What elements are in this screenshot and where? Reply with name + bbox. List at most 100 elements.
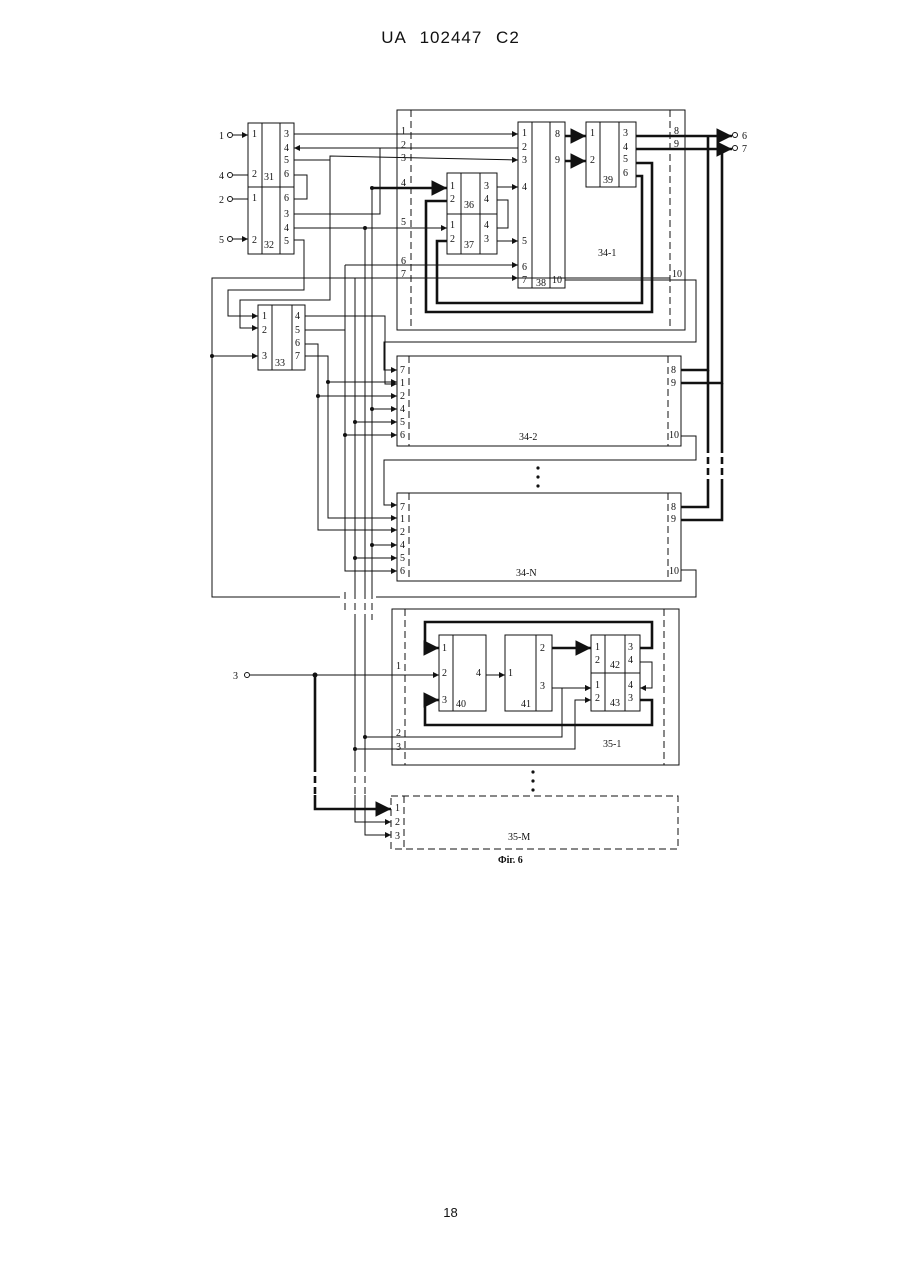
block-36: 1 2 3 4 36 bbox=[447, 173, 497, 214]
svg-text:5: 5 bbox=[284, 236, 289, 247]
svg-text:1: 1 bbox=[442, 643, 447, 654]
svg-text:35-1: 35-1 bbox=[603, 739, 621, 750]
svg-text:2: 2 bbox=[595, 693, 600, 704]
svg-text:1: 1 bbox=[522, 128, 527, 139]
svg-text:1: 1 bbox=[400, 514, 405, 525]
svg-text:3: 3 bbox=[233, 671, 238, 682]
block-34-n: 7 1 2 4 5 6 8 9 10 34-N bbox=[397, 493, 681, 581]
svg-text:2: 2 bbox=[450, 194, 455, 205]
svg-text:2: 2 bbox=[400, 527, 405, 538]
svg-text:8: 8 bbox=[671, 365, 676, 376]
svg-text:5: 5 bbox=[284, 155, 289, 166]
svg-text:3: 3 bbox=[284, 209, 289, 220]
svg-text:1: 1 bbox=[450, 220, 455, 231]
figure-caption: Фіг. 6 bbox=[498, 855, 523, 866]
svg-text:4: 4 bbox=[295, 311, 300, 322]
svg-text:4: 4 bbox=[284, 223, 289, 234]
svg-text:9: 9 bbox=[671, 514, 676, 525]
svg-text:39: 39 bbox=[603, 175, 613, 186]
svg-text:8: 8 bbox=[671, 502, 676, 513]
svg-text:3: 3 bbox=[395, 831, 400, 842]
svg-text:5: 5 bbox=[400, 553, 405, 564]
svg-text:3: 3 bbox=[522, 155, 527, 166]
svg-text:32: 32 bbox=[264, 240, 274, 251]
svg-text:3: 3 bbox=[628, 693, 633, 704]
svg-text:7: 7 bbox=[742, 144, 747, 155]
svg-text:1: 1 bbox=[595, 680, 600, 691]
terminal-4: 4 bbox=[219, 171, 248, 182]
svg-text:4: 4 bbox=[284, 143, 289, 154]
svg-text:10: 10 bbox=[669, 430, 679, 441]
block-38: 1 2 3 4 5 6 7 8 9 10 38 bbox=[518, 122, 565, 289]
svg-text:43: 43 bbox=[610, 698, 620, 709]
svg-text:2: 2 bbox=[442, 668, 447, 679]
svg-text:1: 1 bbox=[252, 129, 257, 140]
svg-text:6: 6 bbox=[295, 338, 300, 349]
svg-text:1: 1 bbox=[262, 311, 267, 322]
svg-text:1: 1 bbox=[450, 181, 455, 192]
svg-text:1: 1 bbox=[595, 642, 600, 653]
terminal-1: 1 bbox=[219, 131, 248, 142]
svg-text:37: 37 bbox=[464, 240, 474, 251]
svg-text:3: 3 bbox=[284, 129, 289, 140]
svg-text:2: 2 bbox=[400, 391, 405, 402]
svg-text:34-2: 34-2 bbox=[519, 432, 537, 443]
svg-text:1: 1 bbox=[508, 668, 513, 679]
svg-text:3: 3 bbox=[442, 695, 447, 706]
svg-text:10: 10 bbox=[672, 269, 682, 280]
svg-text:3: 3 bbox=[484, 181, 489, 192]
terminal-6: 6 bbox=[733, 131, 748, 142]
svg-text:9: 9 bbox=[671, 378, 676, 389]
svg-text:5: 5 bbox=[295, 325, 300, 336]
svg-text:7: 7 bbox=[400, 365, 405, 376]
svg-text:1: 1 bbox=[252, 193, 257, 204]
svg-text:4: 4 bbox=[623, 142, 628, 153]
svg-text:3: 3 bbox=[396, 742, 401, 753]
block-43: 1 2 4 3 43 bbox=[591, 673, 640, 711]
svg-text:4: 4 bbox=[476, 668, 481, 679]
svg-text:2: 2 bbox=[540, 643, 545, 654]
svg-text:4: 4 bbox=[219, 171, 224, 182]
svg-text:34-1: 34-1 bbox=[598, 248, 616, 259]
svg-text:3: 3 bbox=[401, 153, 406, 164]
svg-text:2: 2 bbox=[450, 234, 455, 245]
svg-text:6: 6 bbox=[284, 193, 289, 204]
svg-text:1: 1 bbox=[396, 661, 401, 672]
terminal-7: 7 bbox=[733, 144, 748, 155]
svg-text:2: 2 bbox=[219, 195, 224, 206]
svg-text:2: 2 bbox=[252, 235, 257, 246]
svg-text:4: 4 bbox=[484, 194, 489, 205]
svg-text:5: 5 bbox=[401, 217, 406, 228]
svg-text:6: 6 bbox=[623, 168, 628, 179]
svg-text:1: 1 bbox=[219, 131, 224, 142]
svg-text:6: 6 bbox=[400, 566, 405, 577]
block-35-m: 1 2 3 35-M bbox=[391, 796, 678, 849]
svg-text:40: 40 bbox=[456, 699, 466, 710]
svg-text:38: 38 bbox=[536, 278, 546, 289]
svg-text:42: 42 bbox=[610, 660, 620, 671]
svg-text:5: 5 bbox=[623, 154, 628, 165]
svg-text:31: 31 bbox=[264, 172, 274, 183]
svg-text:9: 9 bbox=[555, 155, 560, 166]
svg-text:3: 3 bbox=[540, 681, 545, 692]
svg-text:36: 36 bbox=[464, 200, 474, 211]
svg-text:1: 1 bbox=[400, 378, 405, 389]
svg-text:4: 4 bbox=[522, 182, 527, 193]
svg-text:2: 2 bbox=[401, 140, 406, 151]
svg-text:41: 41 bbox=[521, 699, 531, 710]
svg-text:4: 4 bbox=[400, 404, 405, 415]
svg-text:4: 4 bbox=[484, 220, 489, 231]
svg-text:1: 1 bbox=[395, 803, 400, 814]
block-31: 1 2 3 4 5 6 31 bbox=[248, 123, 294, 187]
svg-text:4: 4 bbox=[628, 680, 633, 691]
svg-text:7: 7 bbox=[522, 275, 527, 286]
block-41: 1 2 3 41 bbox=[505, 635, 552, 711]
svg-text:2: 2 bbox=[262, 325, 267, 336]
svg-text:5: 5 bbox=[400, 417, 405, 428]
svg-text:3: 3 bbox=[484, 234, 489, 245]
terminal-3: 3 bbox=[233, 671, 250, 682]
ellipsis-34 bbox=[536, 466, 539, 487]
svg-text:2: 2 bbox=[590, 155, 595, 166]
svg-text:6: 6 bbox=[400, 430, 405, 441]
svg-text:2: 2 bbox=[522, 142, 527, 153]
